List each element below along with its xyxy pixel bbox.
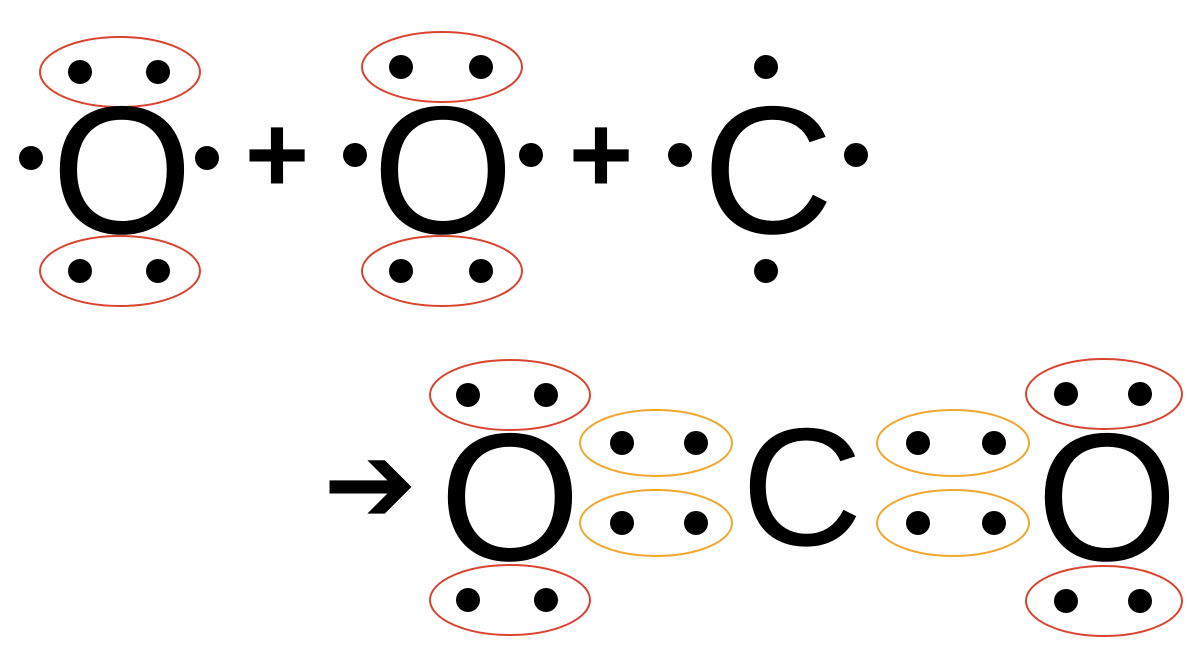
plus-sign: + (569, 93, 633, 216)
electron-dots (456, 382, 1152, 613)
electron-dot (1054, 589, 1078, 613)
electron-dot (195, 146, 219, 170)
electron-dot (982, 431, 1006, 455)
lone-pair-outline (361, 31, 523, 103)
electron-dot (906, 511, 930, 535)
electron-dot (1128, 382, 1152, 406)
electron-dots (668, 55, 868, 283)
electron-dot (1054, 382, 1078, 406)
atom-symbol: O (439, 395, 581, 599)
reactant-oxygen-1: O (19, 36, 219, 307)
atom-symbol: O (372, 68, 514, 272)
electron-dot (68, 60, 92, 84)
electron-dot (1128, 589, 1152, 613)
electron-dot (534, 383, 558, 407)
electron-dot (610, 431, 634, 455)
electron-dot (146, 259, 170, 283)
atom-symbol: C (741, 393, 862, 581)
lone-pair-outline (1025, 358, 1183, 430)
electron-dot (754, 259, 778, 283)
bonding-pair-outline (579, 409, 733, 477)
electron-dot (534, 588, 558, 612)
lone-pair-outline (1025, 565, 1183, 637)
electron-dot (668, 143, 692, 167)
bonding-pair-outline (579, 489, 733, 557)
lone-pair-outline (39, 36, 201, 108)
lone-pair-outline (39, 235, 201, 307)
electron-dot (982, 511, 1006, 535)
bonding-pair-outline (876, 489, 1030, 557)
lone-pair-outline (429, 359, 591, 431)
electron-dot (684, 511, 708, 535)
lone-pair-outline (361, 235, 523, 307)
electron-dot (456, 383, 480, 407)
reactant-carbon: C (668, 55, 868, 283)
atom-symbol: C (702, 68, 833, 272)
electron-dot (684, 431, 708, 455)
electron-dot (754, 55, 778, 79)
electron-dots (19, 60, 219, 283)
product-co2: O C O (429, 358, 1183, 637)
electron-dot (519, 143, 543, 167)
electron-dot (469, 55, 493, 79)
reactant-oxygen-2: O (343, 31, 543, 307)
electron-dot (469, 259, 493, 283)
electron-dot (146, 60, 170, 84)
reaction-arrow: ➔ (323, 421, 417, 546)
atom-symbol: O (51, 68, 193, 272)
electron-dot (19, 146, 43, 170)
atom-symbol: O (1036, 395, 1178, 599)
electron-dots (343, 55, 543, 283)
electron-dot (906, 431, 930, 455)
electron-dot (844, 143, 868, 167)
plus-sign: + (245, 93, 309, 216)
electron-dot (343, 143, 367, 167)
bonding-pair-outline (876, 409, 1030, 477)
electron-dot (610, 511, 634, 535)
electron-dot (68, 259, 92, 283)
electron-dot (389, 259, 413, 283)
electron-dot (389, 55, 413, 79)
electron-dot (456, 588, 480, 612)
lone-pair-outline (429, 564, 591, 636)
